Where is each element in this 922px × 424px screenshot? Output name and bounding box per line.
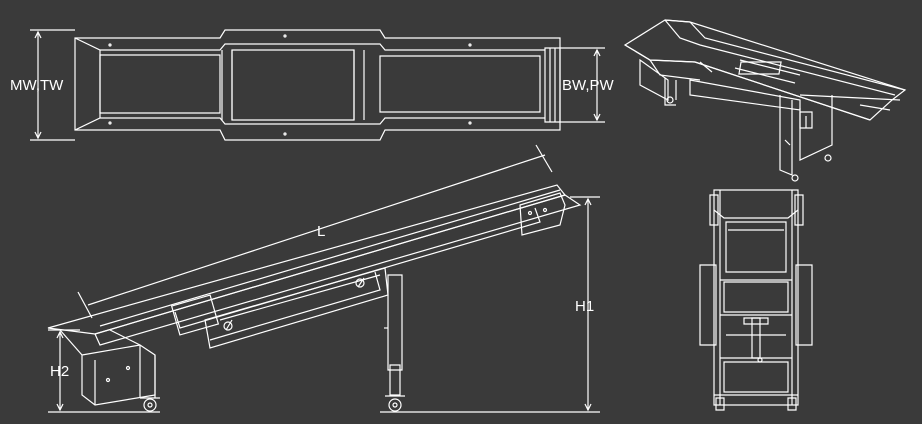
isometric-view bbox=[625, 20, 905, 181]
length-label: L bbox=[317, 223, 326, 240]
mw-dimension-line bbox=[30, 30, 75, 140]
bw-dimension-line bbox=[560, 48, 605, 122]
h2-label: H2 bbox=[50, 363, 70, 380]
mw-tw-label: MW,TW bbox=[10, 77, 64, 94]
side-view bbox=[48, 145, 600, 412]
h2-dimension-line bbox=[48, 330, 160, 412]
top-view bbox=[30, 30, 605, 140]
h1-dimension-line bbox=[570, 197, 600, 410]
end-view bbox=[700, 190, 812, 410]
length-dimension-line bbox=[78, 145, 552, 318]
bw-pw-label: BW,PW bbox=[562, 77, 614, 94]
h1-label: H1 bbox=[575, 298, 595, 315]
